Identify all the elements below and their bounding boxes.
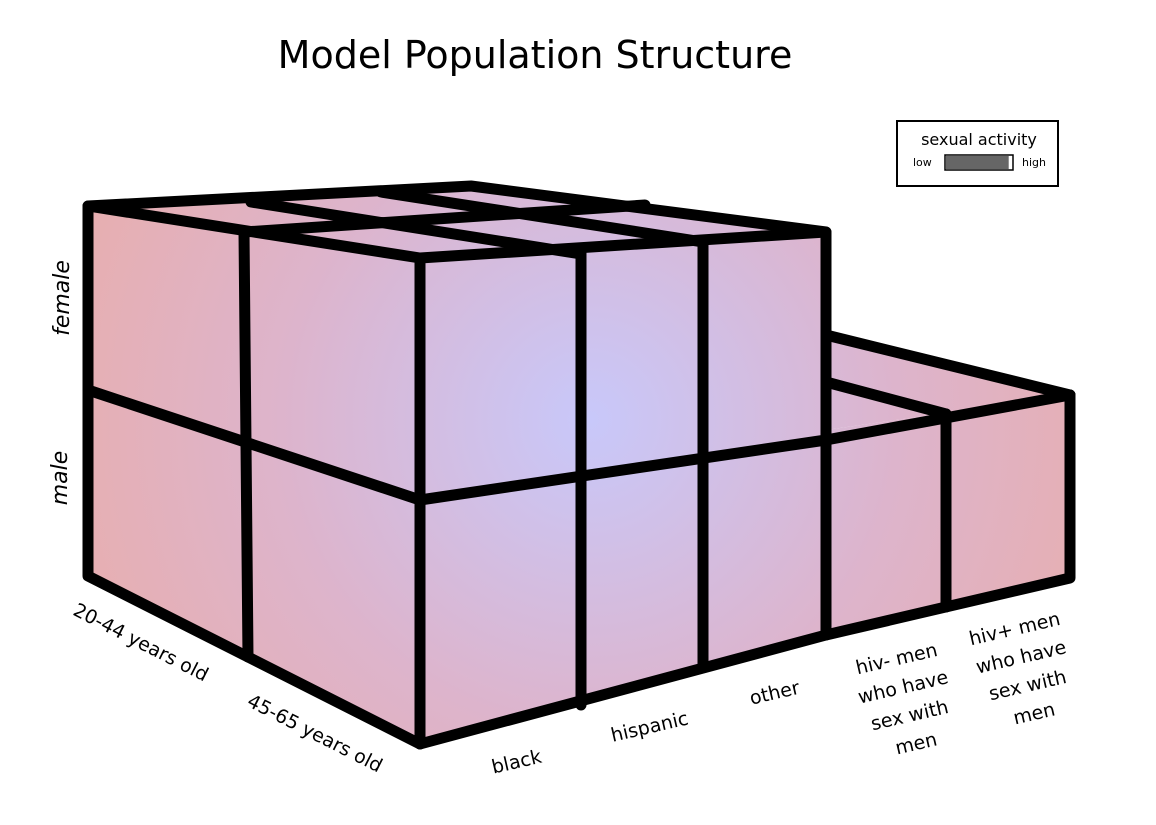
label-other: other [748, 677, 802, 710]
legend-bar-fill [946, 156, 1009, 169]
front-sex-divider [414, 434, 832, 506]
label-male: male [48, 451, 73, 506]
msm-back-top-edge [820, 329, 1076, 401]
label-female: female [50, 260, 75, 336]
top-grid-divider-1 [245, 196, 587, 260]
label-hiv-neg-msm: hiv- men who have sex with men [854, 639, 951, 759]
label-hiv-pos-msm-line-4: men [1011, 698, 1057, 729]
label-hispanic: hispanic [609, 708, 691, 747]
label-black: black [490, 746, 544, 779]
legend-high-label: high [1022, 156, 1046, 169]
msm-right-edge [820, 389, 1076, 641]
top-grid-age-divider [238, 199, 651, 238]
front-face [420, 232, 826, 744]
label-black-line: black [490, 746, 544, 779]
label-hiv-pos-msm: hiv+ men who have sex with men [967, 608, 1069, 729]
left-sex-divider [82, 384, 426, 506]
cube-edges [82, 180, 1076, 750]
label-hiv-neg-msm-line-4: men [893, 728, 939, 759]
msm-inner-top-edge [820, 376, 952, 420]
diagram-title: Model Population Structure [278, 33, 793, 77]
legend: sexual activity low high [896, 120, 1059, 187]
label-other-line: other [748, 677, 802, 710]
top-grid-divider-2 [375, 186, 709, 248]
left-face [88, 206, 420, 744]
legend-low-label: low [913, 156, 932, 169]
legend-title: sexual activity [921, 130, 1037, 149]
legend-box [896, 120, 1059, 187]
msm-top-face [826, 335, 1070, 430]
label-hispanic-line: hispanic [609, 708, 691, 747]
